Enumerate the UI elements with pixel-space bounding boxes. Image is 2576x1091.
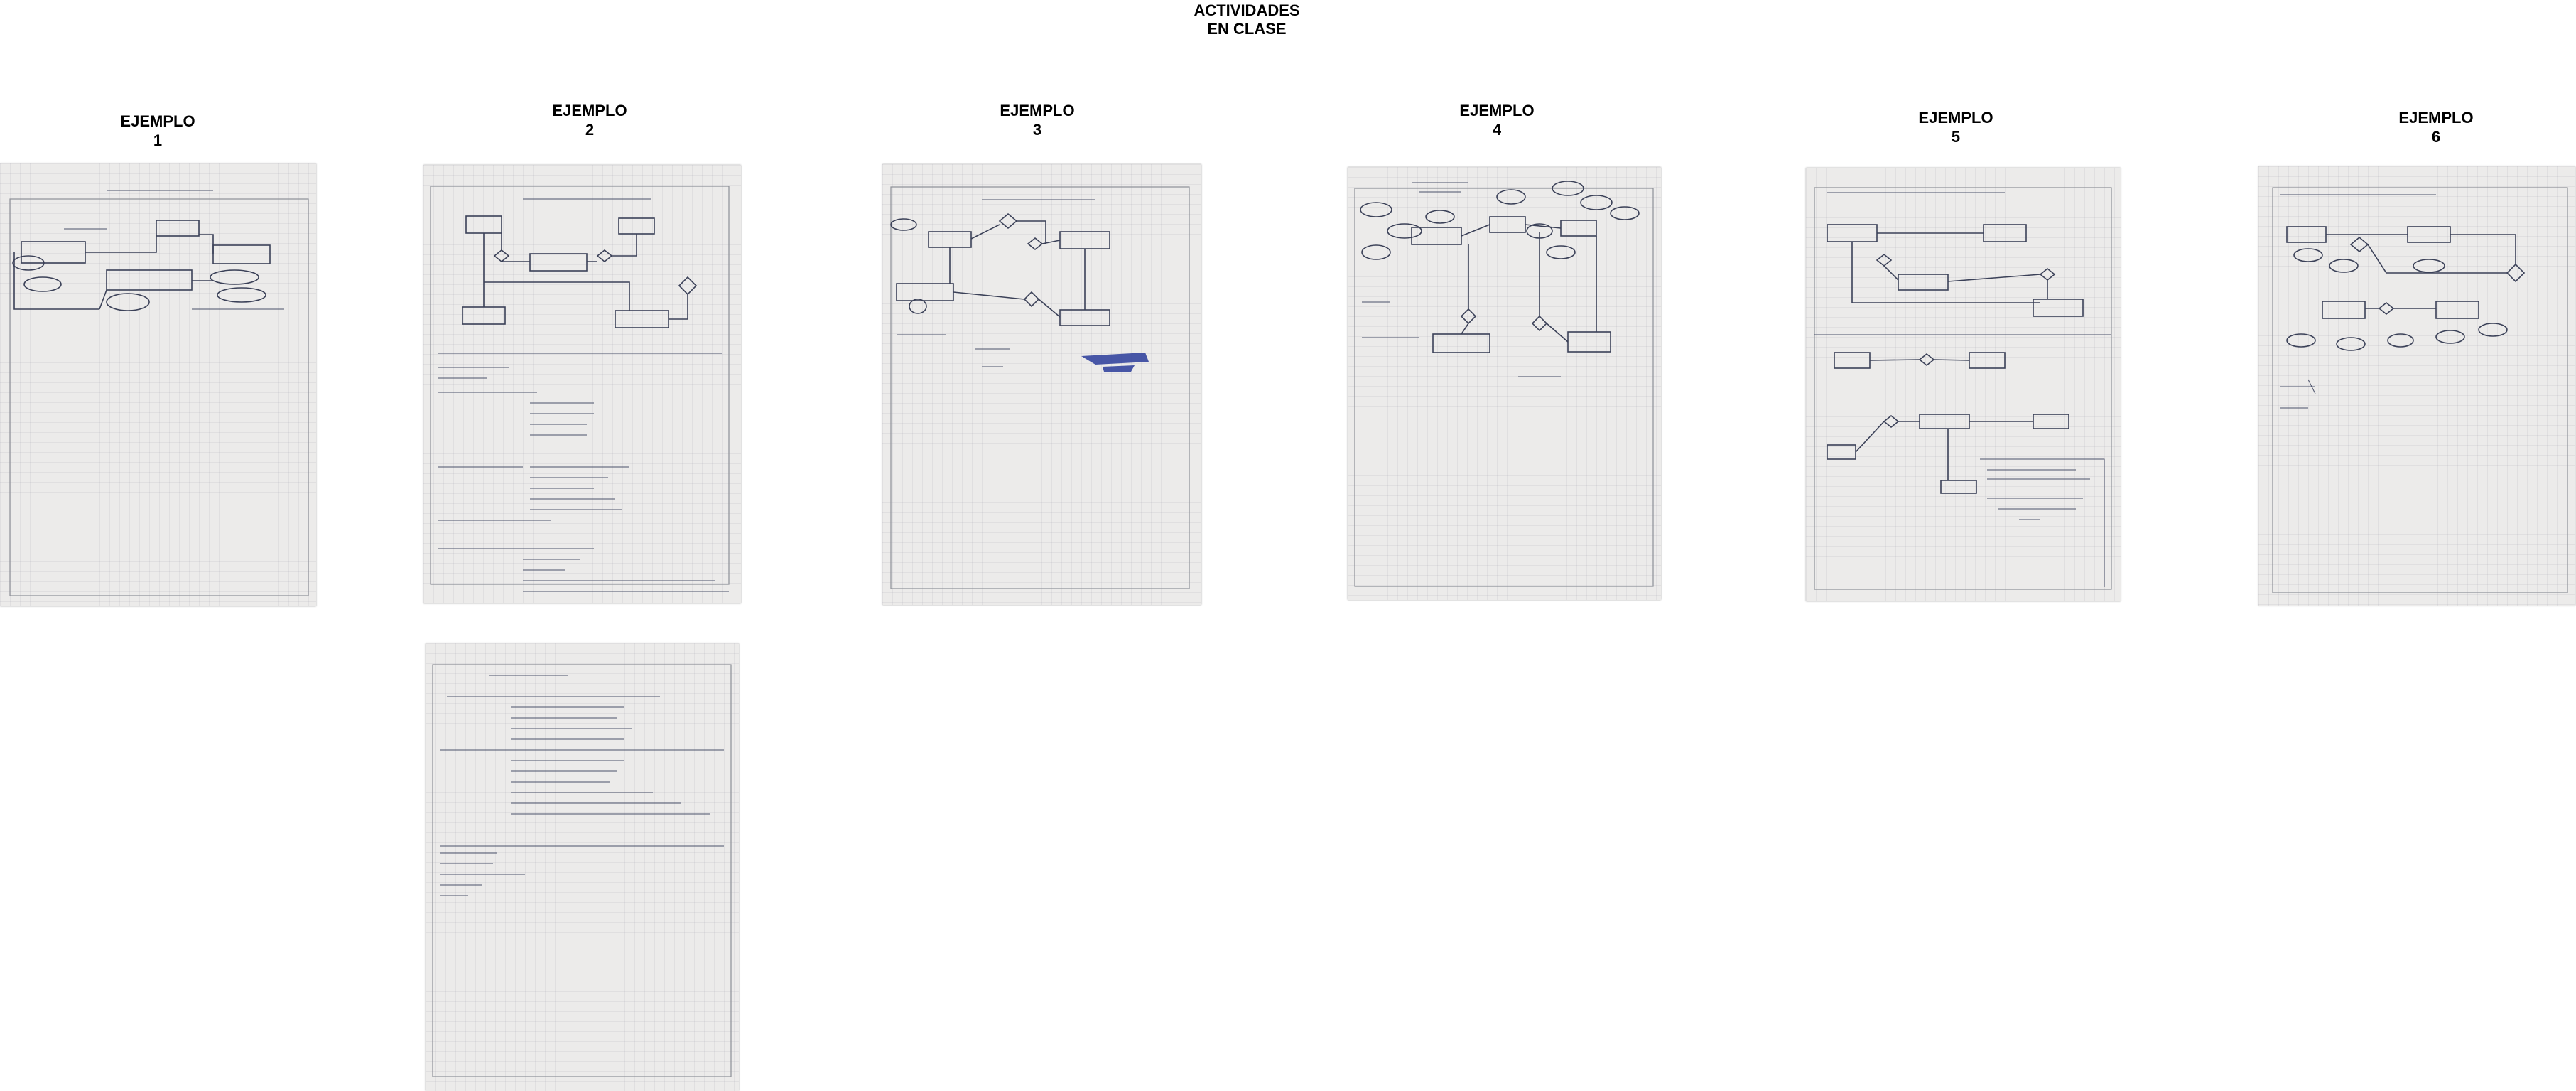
example-heading-3: EJEMPLO 3 — [980, 101, 1094, 139]
example-heading-number: 1 — [153, 131, 163, 149]
handwritten-diagram — [432, 664, 732, 1077]
example-heading-number: 2 — [585, 121, 595, 139]
page-title-line-2: EN CLASE — [1207, 20, 1287, 38]
example-heading-number: 6 — [2431, 128, 2441, 146]
example-heading-word: EJEMPLO — [1918, 109, 1993, 127]
ejemplo-2-photo-2[interactable] — [426, 643, 739, 1091]
handwritten-diagram — [9, 190, 309, 596]
example-heading-number: 3 — [1032, 121, 1042, 139]
example-heading-2: EJEMPLO 2 — [533, 101, 646, 139]
handwritten-diagram — [1814, 187, 2112, 590]
ejemplo-3-photo-1[interactable] — [882, 164, 1201, 605]
example-heading-word: EJEMPLO — [120, 112, 195, 130]
example-heading-4: EJEMPLO 4 — [1440, 101, 1554, 139]
example-heading-word: EJEMPLO — [1000, 102, 1075, 119]
ejemplo-6-photo-1[interactable] — [2258, 166, 2575, 606]
example-heading-number: 5 — [1951, 128, 1961, 146]
ejemplo-1-photo-1[interactable] — [0, 163, 316, 606]
handwritten-diagram — [430, 186, 730, 592]
example-heading-number: 4 — [1492, 121, 1502, 139]
page-title: ACTIVIDADES EN CLASE — [1176, 1, 1318, 38]
ejemplo-4-photo-1[interactable] — [1348, 167, 1661, 600]
example-heading-word: EJEMPLO — [552, 102, 627, 119]
example-heading-word: EJEMPLO — [2398, 109, 2474, 127]
example-heading-word: EJEMPLO — [1459, 102, 1535, 119]
example-heading-5: EJEMPLO 5 — [1899, 108, 2013, 146]
handwritten-diagram — [890, 186, 1190, 589]
ejemplo-2-photo-1[interactable] — [423, 165, 741, 603]
handwritten-diagram — [1354, 181, 1654, 587]
example-heading-6: EJEMPLO 6 — [2379, 108, 2493, 146]
handwritten-diagram — [2272, 187, 2568, 593]
ejemplo-5-photo-1[interactable] — [1806, 168, 2121, 601]
page-title-line-1: ACTIVIDADES — [1194, 1, 1300, 19]
example-heading-1: EJEMPLO 1 — [101, 112, 215, 150]
